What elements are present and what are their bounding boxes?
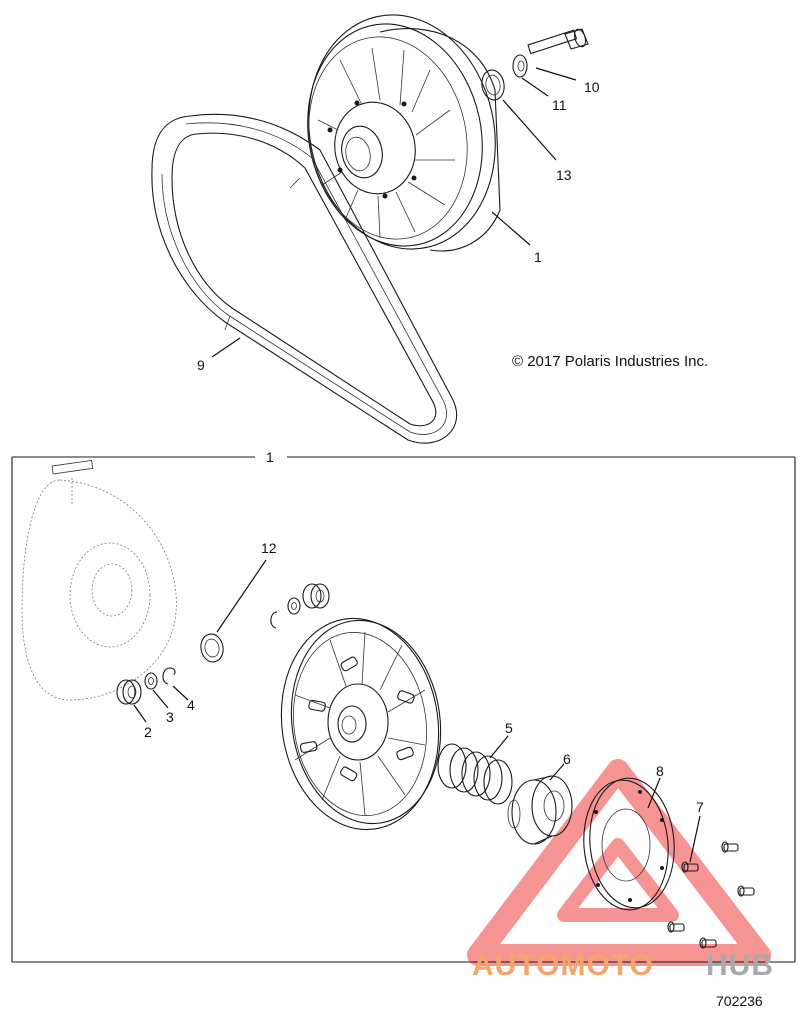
leader-2	[133, 704, 147, 723]
stationary-sheave-reference	[21, 459, 177, 701]
watermark-text-orange: AUTOMOTO	[472, 949, 654, 982]
plate-8	[583, 777, 675, 911]
watermark-text-gray: HUB	[706, 949, 774, 982]
spring-5	[437, 743, 513, 805]
callout-12: 12	[261, 540, 277, 556]
diagram-id: 702236	[716, 993, 763, 1009]
washer-11	[512, 54, 528, 78]
callout-11: 11	[552, 97, 567, 113]
leader-5	[489, 735, 509, 759]
leader-11	[521, 77, 549, 97]
leader-10	[535, 67, 577, 81]
leader-3	[152, 689, 169, 709]
leader-8	[647, 777, 661, 809]
callout-3: 3	[166, 709, 174, 725]
clip-4	[162, 667, 176, 685]
leader-4	[172, 685, 189, 701]
bolt-10	[527, 28, 589, 55]
ring-13	[481, 69, 505, 101]
callout-10: 10	[584, 79, 600, 95]
callout-2: 2	[144, 724, 152, 740]
watermark-triangle-logo	[467, 759, 771, 966]
callout-5: 5	[505, 720, 513, 736]
washer-3	[144, 672, 158, 690]
roller-set-upper	[270, 583, 330, 629]
leader-7	[689, 815, 701, 863]
ring-12	[200, 633, 224, 663]
copyright-notice: © 2017 Polaris Industries Inc.	[512, 353, 708, 370]
moveable-sheave	[280, 617, 442, 831]
exploded-view-box	[11, 456, 796, 963]
leader-12	[216, 559, 267, 633]
callout-1-box: 1	[266, 449, 274, 465]
drive-belt	[151, 113, 458, 444]
callout-4: 4	[187, 697, 195, 713]
leader-13	[502, 99, 557, 161]
callout-6: 6	[563, 751, 571, 767]
bushing-6	[507, 775, 573, 845]
callout-9: 9	[197, 357, 205, 373]
driven-clutch-sheave	[307, 14, 501, 252]
leader-6	[549, 763, 565, 781]
callout-8: 8	[656, 763, 664, 779]
screws-7	[667, 841, 755, 949]
roller-2	[116, 679, 142, 705]
callout-13: 13	[556, 167, 572, 183]
watermark-text: AUTOMOTO HUB	[472, 949, 774, 982]
callout-7: 7	[696, 799, 704, 815]
callout-1-top: 1	[534, 249, 542, 265]
leader-9	[211, 337, 241, 358]
leader-1-top	[491, 211, 531, 246]
